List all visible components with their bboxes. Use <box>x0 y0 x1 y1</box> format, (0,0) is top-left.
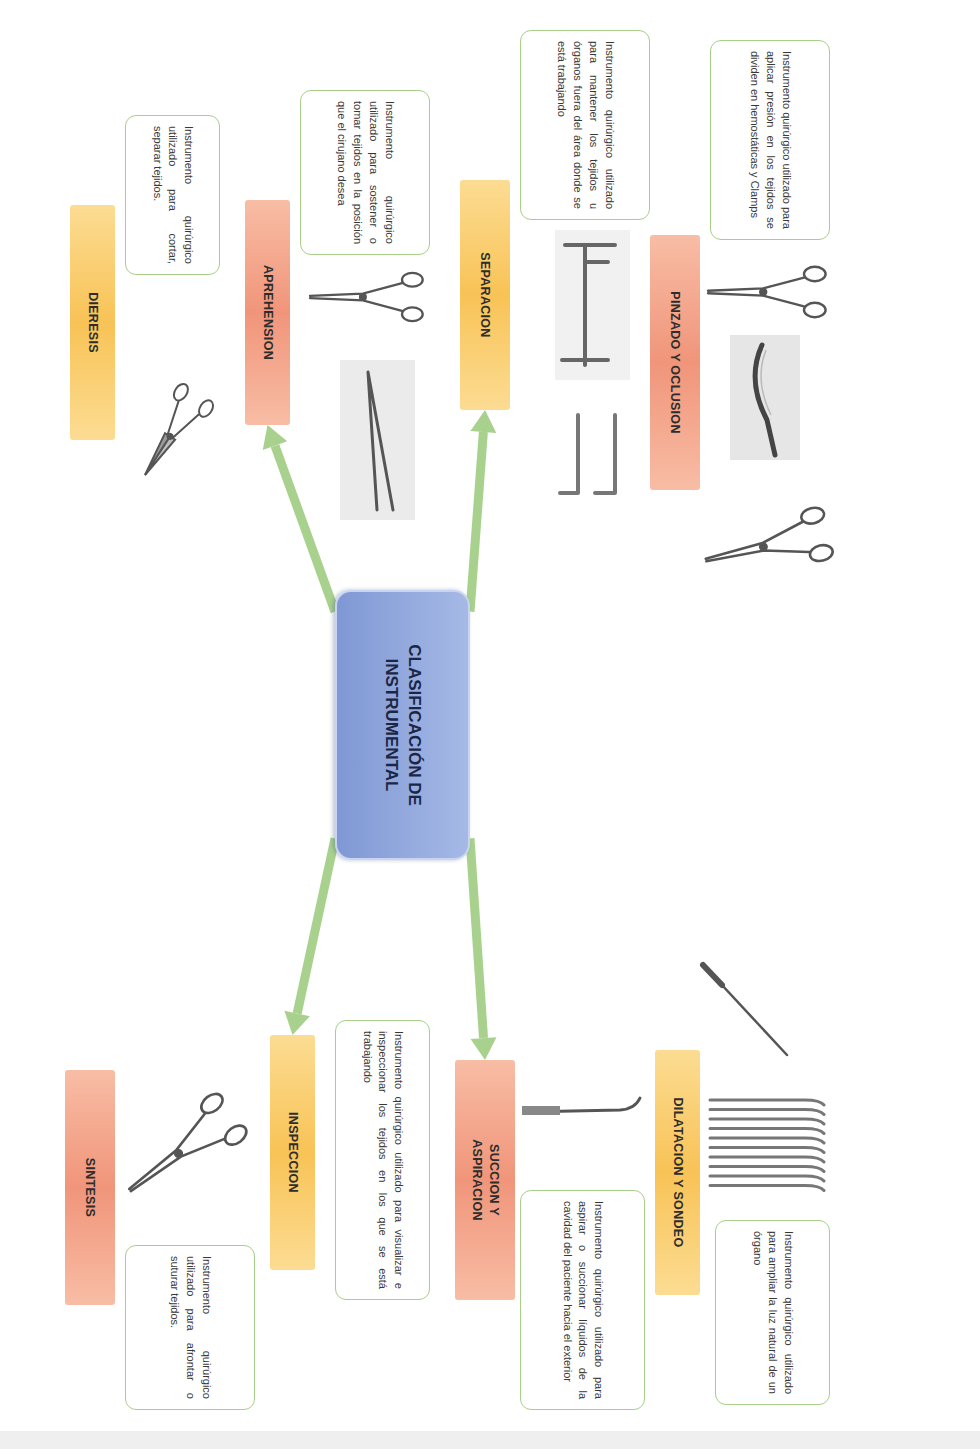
clamp-figure <box>761 350 771 415</box>
description-text: Instrumento quirúrgico utilizado para so… <box>333 101 397 244</box>
photo-ground <box>730 335 800 460</box>
description-text: Instrumento quirúrgico utilizado para co… <box>149 126 197 264</box>
suction-tube-figure <box>522 1106 560 1115</box>
category-label: SEPARACION <box>477 252 494 337</box>
category-label-box: DIERESIS <box>70 205 115 440</box>
description-text: Instrumento quirúrgico utilizado para ma… <box>553 41 617 209</box>
category-label: SUCCION Y ASPIRACION <box>468 1125 502 1235</box>
photo-ground <box>340 360 415 520</box>
description-text: Instrumento quirúrgico utilizado para am… <box>749 1231 797 1394</box>
central-topic-title: CLASIFICACIÓN DE INSTRUMENTAL <box>380 623 424 828</box>
description-text: Instrumento quirúrgico utilizado para vi… <box>359 1031 407 1289</box>
description-box: Instrumento quirúrgico utilizado para af… <box>125 1245 255 1410</box>
branch-arrow <box>470 838 484 1038</box>
category-label-box: APREHENSION <box>245 200 290 425</box>
category-label: DIERESIS <box>84 292 101 353</box>
category-label: INSPECCION <box>284 1112 301 1193</box>
category-label-box: INSPECCION <box>270 1035 315 1270</box>
description-box: Instrumento quirúrgico utilizado para vi… <box>335 1020 430 1300</box>
category-label-box: SEPARACION <box>460 180 510 410</box>
description-box: Instrumento quirúrgico utilizado para am… <box>715 1220 830 1405</box>
category-label: PINZADO Y OCLUSION <box>667 291 684 433</box>
description-box: Instrumento quirúrgico utilizado para ap… <box>710 40 830 240</box>
category-label-box: DILATACION Y SONDEO <box>655 1050 700 1295</box>
forceps-figure <box>310 273 423 321</box>
branch-arrow <box>470 432 483 612</box>
description-box: Instrumento quirúrgico utilizado para ma… <box>520 30 650 220</box>
branch-arrow <box>297 838 335 1013</box>
retractor-figure <box>562 245 615 365</box>
description-box: Instrumento quirúrgico utilizado para co… <box>125 115 220 275</box>
category-label: SINTESIS <box>82 1158 99 1217</box>
description-text: Instrumento quirúrgico utilizado para af… <box>166 1256 214 1399</box>
central-topic-box: CLASIFICACIÓN DE INSTRUMENTAL <box>335 590 470 860</box>
category-label: APREHENSION <box>259 265 276 360</box>
retractor-figure <box>560 415 615 493</box>
description-box: Instrumento quirúrgico utilizado para as… <box>520 1190 645 1410</box>
probe-figure <box>703 965 722 985</box>
branch-arrow <box>275 446 335 612</box>
needle-holder-figure <box>113 1090 250 1212</box>
hemostat-figure <box>708 267 826 317</box>
description-box: Instrumento quirúrgico utilizado para so… <box>300 90 430 255</box>
tweezers-figure <box>368 372 393 510</box>
hemostat-figure <box>700 506 834 587</box>
description-text: Instrumento quirúrgico utilizado para ap… <box>746 51 794 229</box>
category-label-box: PINZADO Y OCLUSION <box>650 235 700 490</box>
category-label-box: SINTESIS <box>65 1070 115 1305</box>
category-label: DILATACION Y SONDEO <box>669 1098 686 1248</box>
clamp-figure <box>755 345 775 455</box>
description-text: Instrumento quirúrgico utilizado para as… <box>559 1201 607 1399</box>
scissors-figure <box>127 381 216 486</box>
bottom-band <box>0 1431 980 1449</box>
dilator-set-figure <box>710 1100 824 1191</box>
category-label-box: SUCCION Y ASPIRACION <box>455 1060 515 1300</box>
photo-ground <box>555 230 630 380</box>
